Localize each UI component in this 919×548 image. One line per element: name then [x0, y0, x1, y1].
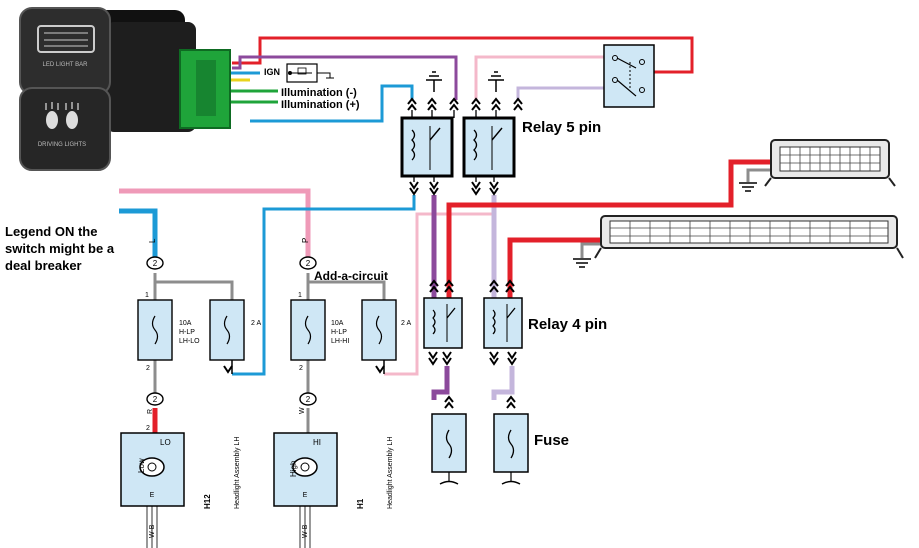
- blue-wire-top: [250, 84, 414, 123]
- fuse-hi-name2: LH-HI: [331, 338, 349, 345]
- connector-right-bottom-num: 2: [306, 395, 311, 404]
- assembly-hi-code: H1: [356, 498, 365, 509]
- lightbar-icon: [37, 25, 95, 53]
- wire-label-P: P: [301, 238, 310, 243]
- relay-4pin-left: [423, 297, 463, 349]
- legend-note-line1: Legend ON the: [5, 224, 97, 239]
- pin-2-right: 2: [299, 365, 303, 372]
- driving-lights-icon: [45, 102, 79, 129]
- ground-symbol-relay5-left: [426, 71, 442, 92]
- headlight-hi-tag: HI: [313, 438, 321, 447]
- connector-right-top-num: 2: [306, 259, 311, 268]
- fuse-lo: [137, 299, 173, 361]
- headlight-lo: [120, 432, 185, 507]
- blue-wire-main: [119, 208, 158, 258]
- addon-fuse-hi-rating: 2 A: [401, 320, 411, 327]
- inline-fuse-left: [431, 395, 467, 485]
- purple-wire-fuse: [431, 366, 450, 400]
- connector-right-bottom: 2: [299, 392, 317, 406]
- blue-wire-relay: [232, 195, 416, 376]
- add-a-circuit-label: Add-a-circuit: [314, 269, 388, 283]
- ground-symbol-lightbar1: [739, 182, 757, 192]
- red-wire-top: [232, 36, 694, 74]
- relay4-label: Relay 4 pin: [528, 316, 607, 333]
- connector-right-top: 2: [299, 256, 317, 270]
- headlight-hi-mode: High: [289, 461, 298, 477]
- headlight-lo-ground-tag: E: [150, 492, 155, 499]
- ground-symbol-relay5-right: [488, 71, 504, 92]
- bottom-button-label: DRIVING LIGHTS: [38, 142, 86, 148]
- connector-left-top: 2: [146, 256, 164, 270]
- relay5-label: Relay 5 pin: [522, 119, 601, 136]
- fuse-lo-rating: 10A: [179, 320, 192, 327]
- fuse-hi-name1: H-LP: [331, 329, 347, 336]
- connector-left-bottom: 2: [146, 392, 164, 406]
- relay-5pin-contacts: [407, 97, 523, 196]
- headlight-lo-mode: Low: [137, 458, 146, 473]
- lavender-wire-fuse: [491, 366, 515, 400]
- fuse-lo-name1: H-LP: [179, 329, 195, 336]
- ign-schematic: IGN: [264, 63, 334, 83]
- legend-note-line2: switch might be a: [5, 241, 115, 256]
- illumination-neg-label: Illumination (-): [281, 87, 357, 99]
- pin-2-lo: 2: [146, 425, 150, 432]
- purple-wire-switch: [232, 55, 458, 100]
- connector-left-bottom-num: 2: [153, 395, 158, 404]
- connector-left-top-num: 2: [153, 259, 158, 268]
- relay-4pin-right: [483, 297, 523, 349]
- assembly-lo-code: H12: [203, 494, 212, 509]
- wire-label-W: W: [299, 407, 306, 414]
- assembly-lo-name: Headlight Assembly LH: [234, 437, 241, 509]
- gray-bus-right: [306, 273, 386, 300]
- legend-note-line3: deal breaker: [5, 258, 82, 273]
- addon-fuse-lo: [209, 299, 245, 374]
- fuse-lo-name2: LH-LO: [179, 338, 200, 345]
- lightbar-large: [594, 215, 904, 259]
- pin-1-left: 1: [145, 292, 149, 299]
- lightbar-small: [764, 139, 896, 187]
- addon-fuse-lo-rating: 2 A: [251, 320, 261, 327]
- wire-label-R: R: [147, 409, 154, 414]
- ground-wire-lightbar2: [580, 242, 601, 258]
- wire-label-wb1: W-B: [149, 524, 156, 538]
- fuse-hi-rating: 10A: [331, 320, 344, 327]
- relay-4pin-contacts: [428, 279, 517, 366]
- headlight-hi-ground-tag: E: [303, 492, 308, 499]
- headlight-lo-tag: LO: [160, 438, 171, 447]
- addon-fuse-hi: [361, 299, 397, 374]
- fuse-label: Fuse: [534, 432, 569, 449]
- gray-bus-left: [153, 273, 234, 300]
- headlight-hi: [273, 432, 338, 507]
- inline-fuse-right: [493, 395, 529, 485]
- pink-wire-switch: [474, 55, 604, 100]
- relay-5pin-left: [400, 116, 454, 178]
- lavender-wire: [516, 86, 604, 100]
- relay-5pin-right: [462, 116, 516, 178]
- headlight-hi-ground: [299, 506, 311, 548]
- switch-relay: [603, 44, 655, 108]
- red-wire-lightbar1: [446, 159, 771, 298]
- red-wire-lightbar2: [507, 237, 601, 298]
- fuse-hi: [290, 299, 326, 361]
- ground-wire-lightbar1: [746, 168, 771, 182]
- ign-label: IGN: [264, 67, 280, 77]
- headlight-lo-ground: [146, 506, 158, 548]
- pin-1-right: 1: [298, 292, 302, 299]
- wire-label-L: L: [148, 238, 157, 243]
- ground-symbol-lightbar2: [573, 258, 591, 268]
- rocker-switch[interactable]: LED LIGHT BAR DRIVING LIGHTS: [19, 7, 231, 171]
- pin-2-left: 2: [146, 365, 150, 372]
- pink-wire-main: [119, 188, 311, 258]
- top-button-label: LED LIGHT BAR: [43, 62, 89, 68]
- illumination-pos-label: Illumination (+): [281, 99, 360, 111]
- wire-label-wb2: W-B: [302, 524, 309, 538]
- assembly-hi-name: Headlight Assembly LH: [387, 437, 394, 509]
